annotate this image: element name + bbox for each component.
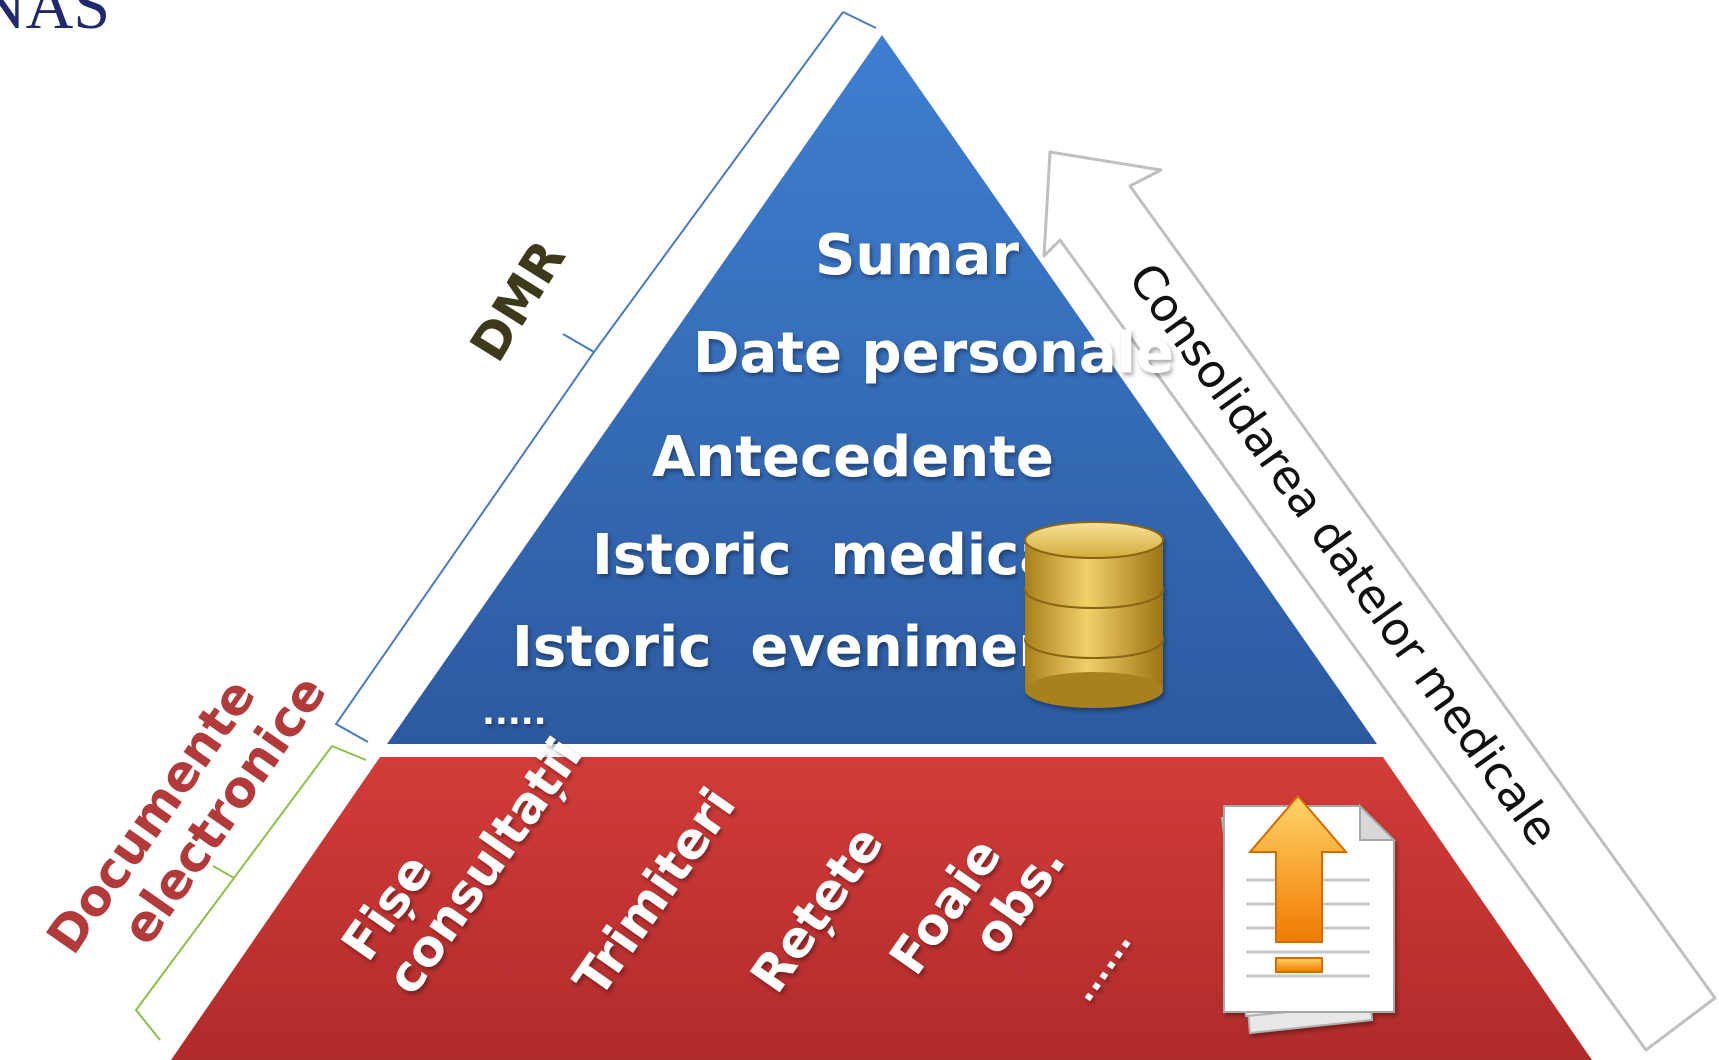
- dmr-item-sumar: Sumar: [815, 223, 1019, 288]
- dmr-item-istoric-medical: Istoric medical: [592, 523, 1076, 588]
- logo: NAS: [0, 0, 110, 43]
- consolidation-arrow: [1042, 150, 1717, 1052]
- dmr-item-ellipsis: .....: [482, 693, 547, 733]
- documents-bracket: [134, 745, 367, 1041]
- dmr-item-antecedente: Antecedente: [652, 425, 1054, 490]
- dmr-label: DMR: [459, 231, 577, 372]
- dmr-item-istoric-evenimente: Istoric evenimente: [512, 615, 1123, 680]
- document-upload-icon: [1220, 794, 1397, 1035]
- dmr-item-date-personale: Date personale: [693, 321, 1174, 386]
- database-icon: [1024, 521, 1164, 708]
- dmr-bracket: [334, 11, 877, 743]
- dmr-items: Sumar Date personale Antecedente Istoric…: [482, 223, 1174, 733]
